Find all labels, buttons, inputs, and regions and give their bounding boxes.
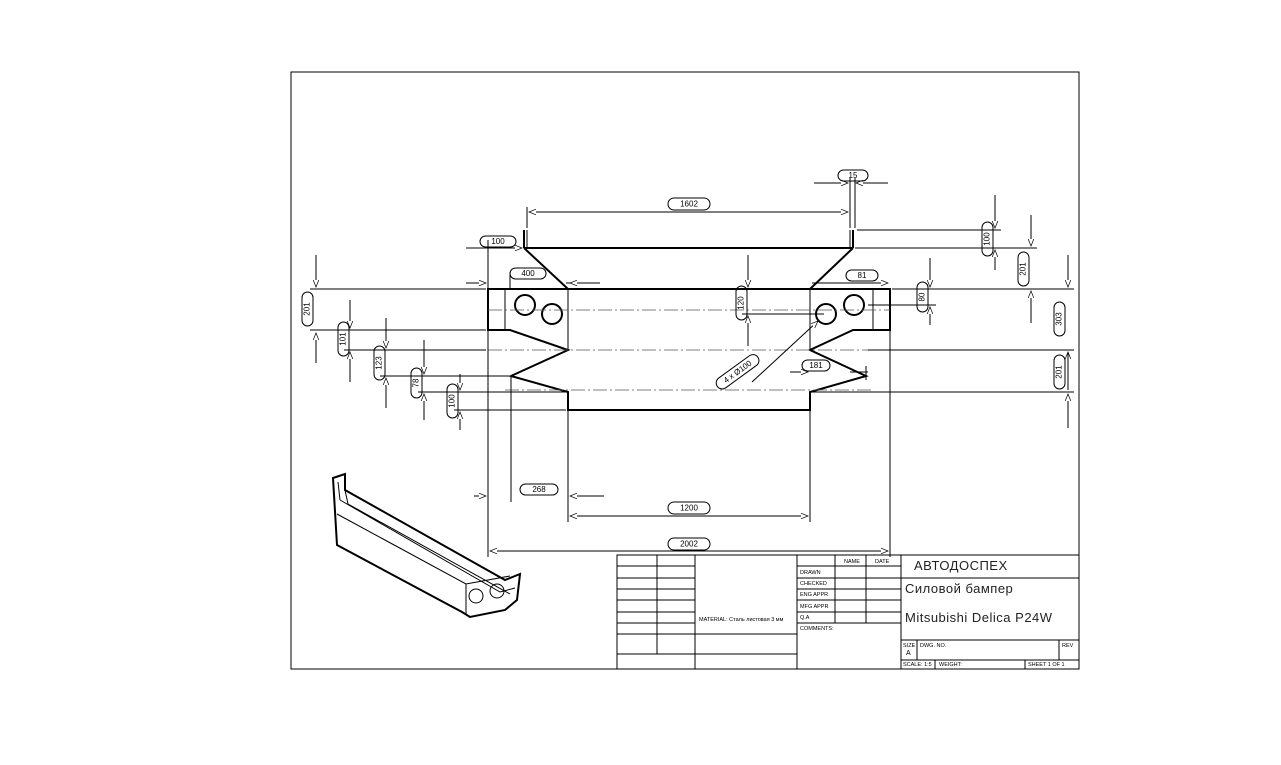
col-date: DATE (875, 559, 890, 565)
svg-text:181: 181 (809, 361, 823, 370)
material-label: MATERIAL: Сталь листовая 3 мм (699, 617, 784, 623)
bumper-front-view (487, 230, 891, 411)
dim-268: 268 (519, 483, 559, 496)
col-name: NAME (844, 559, 860, 565)
row-checked: CHECKED (800, 581, 827, 587)
dim-201-right-top: 201 (1017, 251, 1030, 287)
dim-181: 181 (801, 359, 831, 372)
dim-80: 80 (916, 281, 929, 313)
svg-text:201: 201 (303, 302, 312, 316)
svg-text:100: 100 (448, 394, 457, 408)
dim-2002: 2002 (667, 537, 711, 551)
mount-hole-2 (541, 303, 563, 325)
row-eng-appr: ENG APPR (800, 592, 828, 598)
size-label: SIZE (903, 643, 916, 649)
bumper-isometric-view (331, 472, 522, 619)
svg-text:80: 80 (918, 292, 927, 301)
dim-101: 101 (337, 321, 350, 357)
svg-text:81: 81 (858, 271, 867, 280)
dwg-no-label: DWG. NO. (920, 643, 947, 649)
dim-100-left: 100 (446, 383, 459, 419)
row-drawn: DRAWN (800, 570, 821, 576)
sheet-border (290, 71, 1080, 670)
sheet-label: SHEET 1 OF 1 (1028, 662, 1065, 668)
dim-78: 78 (410, 367, 423, 399)
svg-text:400: 400 (521, 269, 535, 278)
part-name: Силовой бампер (905, 581, 1013, 596)
dim-303: 303 (1053, 301, 1066, 337)
row-qa: Q.A (800, 615, 810, 621)
svg-text:201: 201 (1055, 365, 1064, 379)
svg-text:2002: 2002 (680, 540, 698, 549)
svg-text:303: 303 (1055, 312, 1064, 326)
vehicle-name: Mitsubishi Delica P24W (905, 610, 1053, 625)
svg-text:201: 201 (1019, 262, 1028, 276)
mount-hole-4 (843, 294, 865, 316)
dim-100-right: 100 (981, 221, 994, 257)
svg-text:268: 268 (532, 485, 546, 494)
dimension-lines (310, 178, 1074, 557)
dim-1602: 1602 (667, 197, 711, 211)
title-block: NAME DATE DRAWN CHECKED ENG APPR MFG APP… (616, 554, 1080, 670)
iso-hole-2 (489, 583, 505, 599)
dim-120: 120 (735, 285, 748, 321)
svg-text:1200: 1200 (680, 504, 698, 513)
dim-81: 81 (845, 269, 879, 282)
dim-201-left: 201 (301, 291, 314, 327)
dim-201-right-bottom: 201 (1053, 354, 1066, 390)
dim-123: 123 (373, 345, 386, 381)
scale-label: SCALE: 1:5 (903, 662, 932, 668)
hole-callout: 4 x Ø100 (715, 354, 760, 390)
dim-1200: 1200 (667, 501, 711, 515)
size-value: A (906, 650, 911, 657)
svg-text:123: 123 (375, 356, 384, 370)
row-comments: COMMENTS: (800, 626, 834, 632)
row-mfg-appr: MFG APPR (800, 604, 828, 610)
svg-text:120: 120 (737, 296, 746, 310)
svg-text:1602: 1602 (680, 200, 698, 209)
mount-hole-1 (514, 294, 536, 316)
dim-400: 400 (509, 267, 547, 280)
svg-text:100: 100 (491, 237, 505, 246)
weight-label: WEIGHT: (939, 662, 962, 668)
dim-15: 15 (837, 169, 869, 182)
svg-text:15: 15 (849, 171, 858, 180)
company-name: АВТОДОСПЕХ (914, 558, 1008, 573)
iso-hole-1 (468, 588, 484, 604)
svg-text:78: 78 (412, 378, 421, 387)
dim-100-top: 100 (479, 235, 517, 248)
svg-text:101: 101 (339, 332, 348, 346)
rev-label: REV (1062, 643, 1074, 649)
svg-text:100: 100 (983, 232, 992, 246)
